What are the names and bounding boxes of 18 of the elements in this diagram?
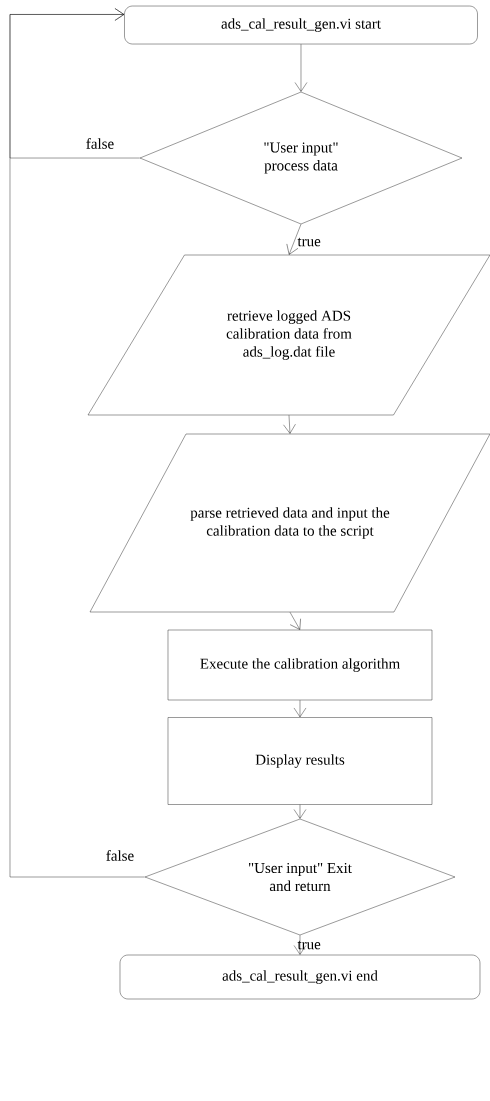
arrow	[293, 935, 307, 955]
terminal-box: ads_cal_result_gen.vi start	[124, 5, 478, 45]
arrow	[294, 44, 308, 92]
edge-label: false	[106, 850, 134, 861]
edge-label: false	[86, 138, 114, 149]
terminal-box: ads_cal_result_gen.vi end	[119, 954, 481, 1000]
arrow	[286, 224, 302, 255]
arrow	[289, 612, 301, 630]
data-parallelogram: parse retrieved data and input the calibration data to the script	[89, 433, 490, 613]
edge-label: true	[297, 237, 321, 247]
arrow	[283, 415, 296, 434]
data-parallelogram: retrieve logged ADS calibration data from ads_log.dat file	[87, 254, 490, 416]
arrow	[9, 8, 145, 878]
arrow	[293, 700, 307, 718]
edge-label: true	[297, 940, 321, 950]
arrow	[293, 804, 307, 819]
process-box: Execute the calibration algorithm	[167, 629, 433, 701]
process-box: Display results	[167, 717, 433, 805]
